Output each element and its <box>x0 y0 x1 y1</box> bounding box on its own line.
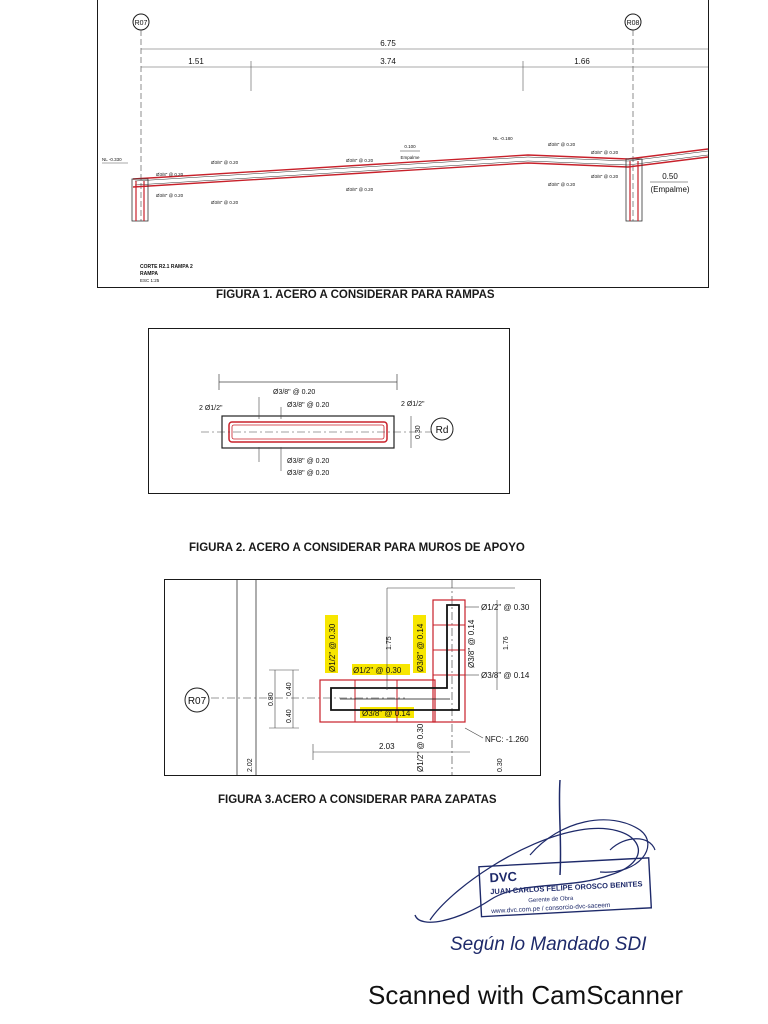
figure2-drawing: Ø3/8" @ 0.20 Ø3/8" @ 0.20 2 Ø1/2" 2 Ø1/2… <box>199 374 454 477</box>
fig1-level-left: NL -0.330 <box>102 157 122 162</box>
fig3-dim-175: 1.75 <box>386 636 393 650</box>
fig1-bar-label-7: Ø3/8" @ 0.20 <box>548 142 576 147</box>
fig2-label-bot-1: Ø3/8" @ 0.20 <box>287 458 329 465</box>
fig3-dim-203: 2.03 <box>379 742 395 751</box>
handwritten-note: Según lo Mandado SDI <box>450 934 647 955</box>
fig1-bar-label-5: Ø3/8" @ 0.20 <box>346 158 374 163</box>
figure1-frame: R07 R08 6.75 1.51 3.74 1.66 <box>97 0 709 288</box>
stamp-role: Gerente de Obra <box>528 896 574 904</box>
camscanner-footer: Scanned with CamScanner <box>368 980 684 1010</box>
fig1-bar-label-8: Ø3/8" @ 0.20 <box>591 150 619 155</box>
fig3-bottom-v-1: Ø1/2" @ 0.30 <box>416 723 425 772</box>
fig2-label-top-2: Ø3/8" @ 0.20 <box>287 402 329 409</box>
fig2-label-right: 2 Ø1/2" <box>401 401 425 408</box>
figure2-caption: FIGURA 2. ACERO A CONSIDERAR PARA MUROS … <box>189 542 525 554</box>
fig1-bar-label-4: Ø3/8" @ 0.20 <box>211 200 239 205</box>
fig1-bar-label-9: Ø3/8" @ 0.20 <box>548 182 576 187</box>
fig1-dim-a: 1.51 <box>188 57 204 66</box>
fig3-right-top: Ø1/2" @ 0.30 <box>481 603 530 612</box>
fig1-axis-right: R08 <box>627 20 640 27</box>
fig1-splice-right-label: (Empalme) <box>650 185 689 194</box>
fig1-section-title-1: CORTE R2.1 RAMPA 2 <box>140 264 193 270</box>
fig3-right-mid: Ø3/8" @ 0.14 <box>481 671 530 680</box>
figure2-frame: Ø3/8" @ 0.20 Ø3/8" @ 0.20 2 Ø1/2" 2 Ø1/2… <box>148 328 510 494</box>
fig3-h-label-2: Ø3/8" @ 0.14 <box>362 709 411 718</box>
fig2-label-left: 2 Ø1/2" <box>199 405 223 412</box>
fig3-dim-080: 0.80 <box>268 692 275 706</box>
fig1-dim-b: 3.74 <box>380 57 396 66</box>
fig3-v-label-2: Ø3/8" @ 0.14 <box>416 623 425 672</box>
fig1-axis-left: R07 <box>135 20 148 27</box>
figure1-caption: FIGURA 1. ACERO A CONSIDERAR PARA RAMPAS <box>216 289 495 301</box>
fig2-thickness: 0.30 <box>415 425 422 439</box>
fig1-bar-label-6: Ø3/8" @ 0.20 <box>346 187 374 192</box>
fig1-dim-c: 1.66 <box>574 57 590 66</box>
fig1-splice-mid-value: 0.100 <box>404 144 416 149</box>
figure1-drawing: R07 R08 6.75 1.51 3.74 1.66 <box>102 13 709 283</box>
fig3-dim-202: 2.02 <box>247 758 254 772</box>
fig1-bar-label-3: Ø3/8" @ 0.20 <box>211 160 239 165</box>
fig1-section-title-2: RAMPA <box>140 271 158 277</box>
fig3-h-label-1: Ø1/2" @ 0.30 <box>353 666 402 675</box>
fig1-section-scale: ESC 1:25 <box>140 278 160 283</box>
fig3-axis: R07 <box>188 696 207 707</box>
signature-stamp: DVC JUAN CARLOS FELIPE OROSCO BENITES Ge… <box>414 780 656 955</box>
fig2-label-top-1: Ø3/8" @ 0.20 <box>273 389 315 396</box>
fig1-splice-mid-label: Empalme <box>400 155 420 160</box>
fig1-splice-right-value: 0.50 <box>662 172 678 181</box>
fig2-tag: Rd <box>436 425 449 436</box>
fig3-v-label-1: Ø1/2" @ 0.30 <box>328 623 337 672</box>
fig1-level-mid: NL -0.180 <box>493 136 513 141</box>
fig1-bar-label-2: Ø3/8" @ 0.20 <box>156 193 184 198</box>
fig1-bar-label-1: Ø3/8" @ 0.20 <box>156 172 184 177</box>
fig3-dim-040b: 0.40 <box>286 709 293 723</box>
stamp-brand: DVC <box>489 869 518 885</box>
figure3-frame: R07 Ø1/2" @ 0.30 Ø3/8" @ 0.14 Ø3/8" @ 0.… <box>164 579 541 776</box>
fig3-dim-176: 1.76 <box>503 636 510 650</box>
fig3-dim-040a: 0.40 <box>286 682 293 696</box>
fig1-dim-total: 6.75 <box>380 39 396 48</box>
fig3-dim-030: 0.30 <box>497 758 504 772</box>
fig2-label-bot-2: Ø3/8" @ 0.20 <box>287 470 329 477</box>
fig1-bar-label-10: Ø3/8" @ 0.20 <box>591 174 619 179</box>
figure3-caption: FIGURA 3.ACERO A CONSIDERAR PARA ZAPATAS <box>218 794 497 806</box>
fig3-nfc: NFC: -1.260 <box>485 735 529 744</box>
fig3-v-label-3: Ø3/8" @ 0.14 <box>467 619 476 668</box>
figure3-drawing: R07 Ø1/2" @ 0.30 Ø3/8" @ 0.14 Ø3/8" @ 0.… <box>184 580 530 775</box>
